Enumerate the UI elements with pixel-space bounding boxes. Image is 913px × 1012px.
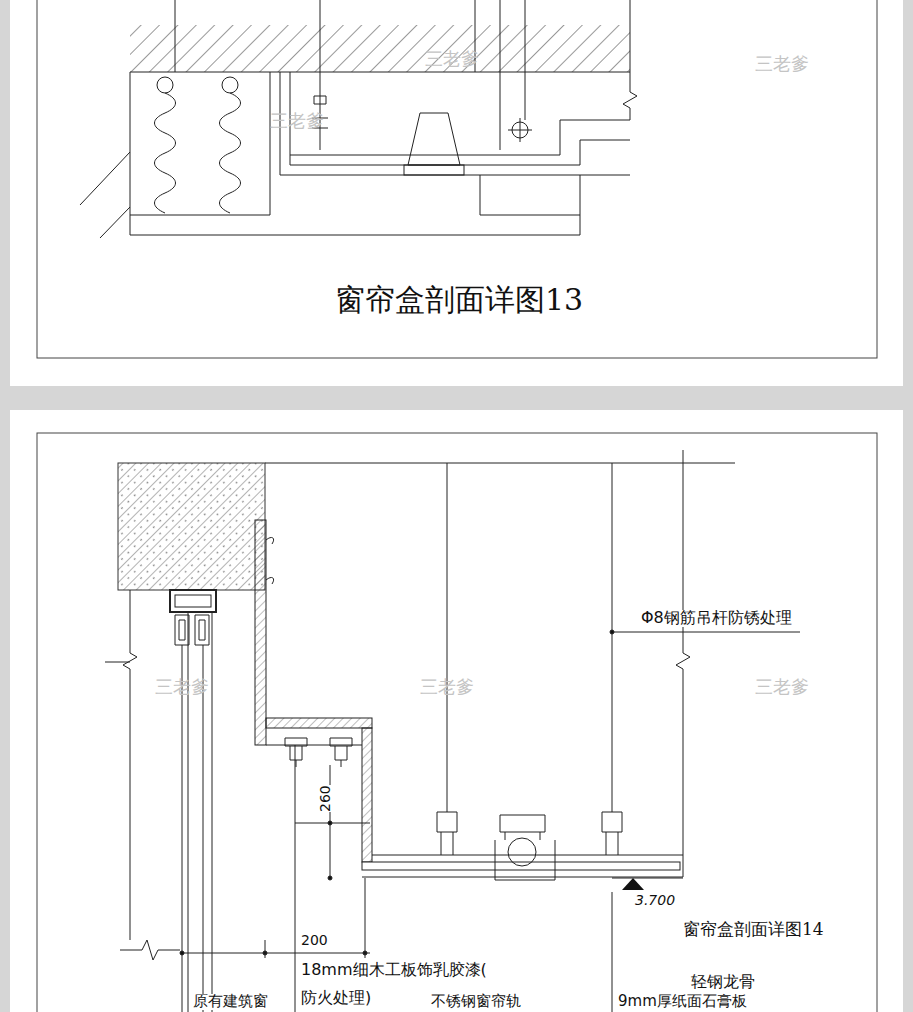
- board-line: [362, 877, 683, 878]
- plywood-board: [266, 718, 372, 728]
- screw: [266, 537, 274, 584]
- step-line: [560, 120, 630, 155]
- keel-line: [372, 855, 683, 856]
- callout-label: 轻钢龙骨: [690, 974, 756, 991]
- window-glass: [188, 612, 189, 1012]
- elevation-line: [612, 878, 683, 879]
- hanger-rod: [500, 0, 501, 150]
- caption-text: 窗帘盒剖面详图13: [335, 284, 583, 316]
- panel: [10, 0, 903, 386]
- watermark: 三老爹: [755, 678, 809, 697]
- hanger-rod: [447, 463, 448, 812]
- callout-label: Φ8钢筋吊杆防锈处理: [640, 610, 793, 627]
- watermark: 三老爹: [270, 112, 324, 131]
- downlight: [408, 113, 460, 165]
- hanger-rod: [612, 463, 613, 812]
- callout-label: 18mm细木工板饰乳胶漆(: [300, 962, 488, 979]
- callout-label: 9mm厚纸面石膏板: [617, 994, 748, 1010]
- elevation-mark: [622, 878, 644, 890]
- break-line: [676, 450, 690, 877]
- curtain-ring: [157, 77, 173, 93]
- watermark: 三老爹: [420, 678, 474, 697]
- extension-line: [365, 878, 366, 958]
- window-frame: [175, 595, 211, 607]
- window-track: [195, 615, 209, 645]
- wall-hatch: [100, 207, 130, 238]
- leader-line: [295, 745, 296, 1012]
- slab-line: [265, 463, 735, 464]
- dimension-text: 260: [318, 785, 333, 812]
- slab-line: [130, 72, 630, 73]
- curtain-rail: [330, 738, 352, 767]
- caption-text: 窗帘盒剖面详图14: [682, 921, 825, 939]
- plywood-board: [362, 728, 372, 862]
- leader-line: [612, 892, 613, 1012]
- watermark: 三老爹: [755, 55, 809, 74]
- break-line: [105, 662, 130, 663]
- panel-frame: [37, 433, 877, 1012]
- box-line: [270, 72, 271, 215]
- grid-line: [175, 0, 176, 72]
- window-glass: [212, 612, 213, 1012]
- downlight-lamp: [508, 838, 536, 866]
- watermark: 三老爹: [155, 678, 209, 697]
- box-line: [130, 235, 580, 236]
- wall-line: [130, 72, 131, 235]
- break-line: [120, 940, 180, 960]
- curtain: [155, 93, 176, 213]
- downlight-trim: [404, 165, 464, 175]
- callout-label: 原有建筑窗: [192, 994, 269, 1010]
- watermark: 三老爹: [425, 50, 479, 69]
- dimension-tick: [328, 821, 332, 825]
- window-glass: [182, 645, 183, 1012]
- downlight: [495, 832, 555, 880]
- dimension-line: [180, 953, 370, 954]
- box-line: [130, 215, 270, 216]
- curtain-ring: [222, 77, 238, 93]
- box-line: [480, 175, 580, 235]
- elevation-text: 3.700: [634, 893, 676, 908]
- curtain-rail: [285, 738, 307, 767]
- leader-line: [612, 632, 800, 633]
- slab-hatch: [130, 25, 630, 72]
- fixture-symbol: [508, 118, 532, 142]
- dimension-text: 200: [300, 933, 329, 948]
- window-frame: [170, 590, 216, 612]
- curtain: [220, 93, 241, 213]
- callout-label: 防火处理): [300, 990, 372, 1007]
- detail-13: [80, 0, 637, 238]
- board-line: [266, 745, 362, 746]
- panel-frame: [37, 0, 877, 358]
- callout-label: 不锈钢窗帘轨: [430, 994, 522, 1010]
- extension-line: [265, 940, 266, 958]
- panel: [10, 410, 903, 1012]
- concrete-beam: [118, 463, 265, 590]
- downlight: [500, 815, 545, 832]
- wall-line: [123, 590, 137, 940]
- dimension-tick: [180, 951, 184, 955]
- wall-hatch: [80, 152, 130, 205]
- hanger-rod: [525, 0, 526, 120]
- step-line: [580, 140, 630, 165]
- leader-dot: [610, 630, 614, 634]
- hanger-clip: [437, 812, 457, 855]
- hanger-clip: [602, 812, 622, 855]
- break-line: [623, 0, 637, 120]
- keel-line: [290, 155, 560, 156]
- window-track: [175, 615, 189, 645]
- window-glass: [203, 645, 204, 1012]
- plywood-board: [255, 520, 266, 745]
- dimension-tick: [328, 876, 332, 880]
